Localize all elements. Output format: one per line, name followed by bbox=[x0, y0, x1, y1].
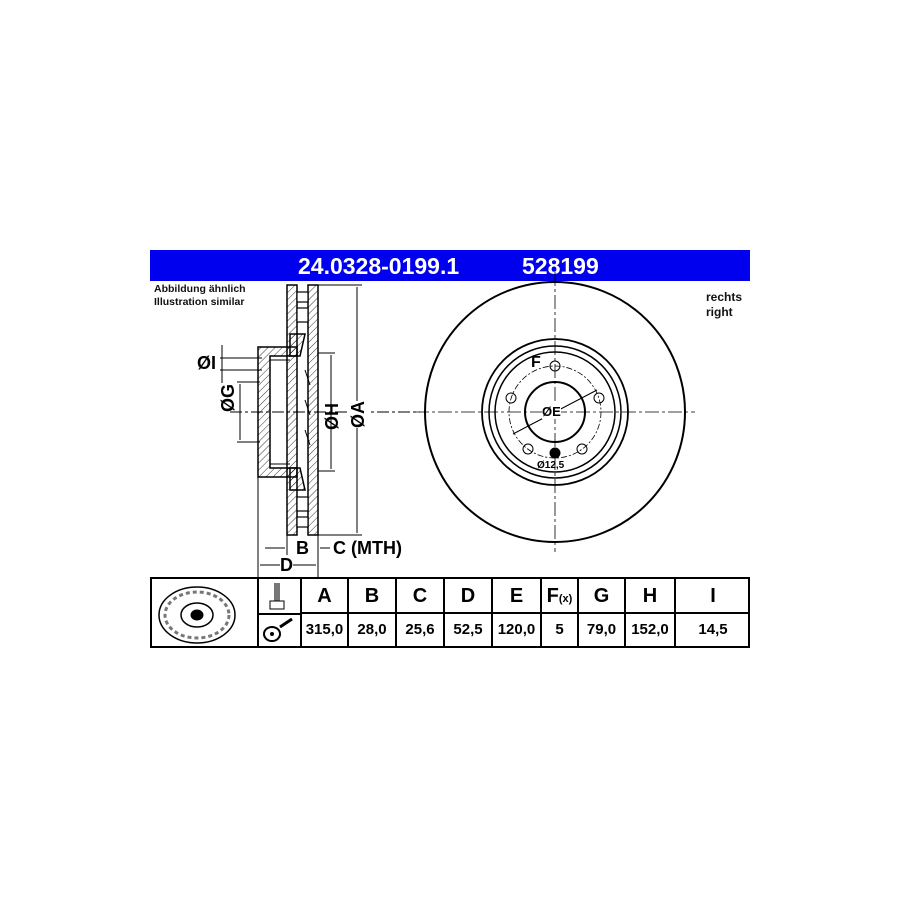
label-g: ØG bbox=[218, 383, 238, 412]
header-key: G bbox=[593, 585, 610, 607]
part-number: 24.0328-0199.1 bbox=[298, 253, 460, 279]
side-note: rechts right bbox=[706, 290, 742, 320]
column-header-f: F(x) bbox=[540, 579, 577, 614]
value-h: 152,0 bbox=[624, 614, 674, 648]
header-key: I bbox=[710, 585, 716, 607]
value-f: 5 bbox=[540, 614, 577, 648]
column-header-b: B bbox=[347, 579, 395, 614]
note-en: Illustration similar bbox=[154, 296, 245, 308]
label-e: ØE bbox=[542, 404, 561, 419]
bolt-icon bbox=[269, 583, 285, 610]
note-de: Abbildung ähnlich bbox=[154, 283, 246, 295]
cross-section bbox=[257, 284, 319, 536]
label-d: D bbox=[280, 555, 293, 576]
column-header-a: A bbox=[300, 579, 347, 614]
column-header-i: I bbox=[674, 579, 750, 614]
front-view bbox=[415, 272, 695, 552]
label-i: ØI bbox=[197, 353, 217, 373]
header-key: H bbox=[642, 585, 658, 607]
header-key: E bbox=[509, 585, 524, 607]
title-bar: 24.0328-0199.1 528199 bbox=[150, 250, 750, 281]
header-key: F bbox=[546, 585, 559, 607]
header-sub: (x) bbox=[558, 593, 573, 605]
cooling-vanes bbox=[296, 291, 309, 528]
dimension-lines bbox=[220, 284, 420, 577]
value-d: 52,5 bbox=[443, 614, 491, 648]
column-header-h: H bbox=[624, 579, 674, 614]
paint-icon bbox=[263, 617, 293, 642]
value-b: 28,0 bbox=[347, 614, 395, 648]
value-g: 79,0 bbox=[577, 614, 624, 648]
column-header-c: C bbox=[395, 579, 443, 614]
side-en: right bbox=[706, 305, 733, 319]
column-header-e: E bbox=[491, 579, 540, 614]
column-header-g: G bbox=[577, 579, 624, 614]
column-header-d: D bbox=[443, 579, 491, 614]
reference-number: 528199 bbox=[522, 253, 599, 279]
bolt-holes bbox=[505, 360, 605, 455]
value-i: 14,5 bbox=[674, 614, 750, 648]
label-f: F bbox=[531, 354, 541, 371]
label-a: ØA bbox=[348, 401, 369, 428]
side-de: rechts bbox=[706, 290, 743, 304]
label-c: C (MTH) bbox=[333, 538, 402, 558]
header-key: A bbox=[317, 585, 332, 607]
value-a: 315,0 bbox=[300, 614, 347, 648]
label-b: B bbox=[296, 538, 309, 558]
illustration-note: Abbildung ähnlich Illustration similar bbox=[154, 283, 246, 309]
label-h: ØH bbox=[322, 403, 342, 430]
header-key: D bbox=[460, 585, 476, 607]
value-e: 120,0 bbox=[491, 614, 540, 648]
value-c: 25,6 bbox=[395, 614, 443, 648]
label-hole: Ø12,5 bbox=[537, 460, 565, 471]
disc-image-icon bbox=[158, 579, 300, 646]
locating-hole bbox=[549, 447, 561, 459]
header-key: B bbox=[364, 585, 380, 607]
header-key: C bbox=[412, 585, 428, 607]
